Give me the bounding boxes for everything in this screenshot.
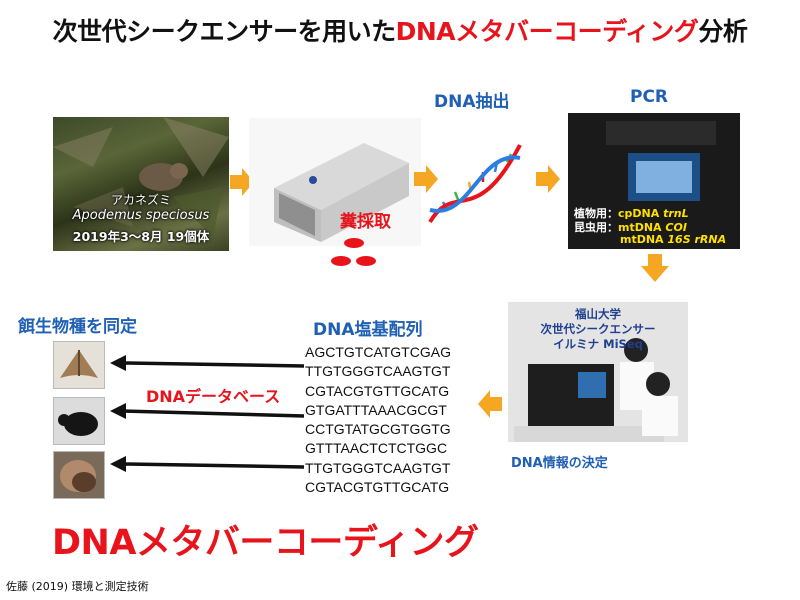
mouse-sample-info: 2019年3～8月 19個体 — [72, 229, 210, 244]
identify-prey-label: 餌生物種を同定 — [18, 317, 137, 337]
sequencer-model-label: イルミナ MiSeq — [553, 337, 643, 351]
sequence-line: GTTTAACTCTCTGGC — [305, 440, 448, 457]
sequence-line: TTGTGGGTCAAGTGT — [305, 459, 451, 476]
arrow-right-icon — [230, 168, 254, 196]
fruit-seed-image — [53, 451, 105, 499]
insect-primer-16s: mtDNA — [620, 233, 668, 246]
forest-floor-image — [53, 117, 229, 237]
sequencer-type-label: 次世代シークエンサー — [540, 322, 656, 336]
citation: 佐藤 (2019) 環境と測定技術 — [6, 580, 149, 593]
arrow-right-icon — [536, 165, 560, 193]
sequencer-lab-image — [508, 302, 688, 442]
arrow-left-icon — [478, 390, 502, 418]
sequence-line: GTGATTTAAACGCGT — [305, 401, 447, 418]
feces-sample-icons — [331, 238, 376, 266]
seed-icon — [60, 460, 96, 492]
pcr-label: PCR — [630, 87, 669, 107]
page-title: 次世代シークエンサーを用いたDNAメタバーコーディング分析 — [52, 17, 748, 46]
thermal-cycler-image — [606, 121, 716, 201]
dna-info-label: DNA情報の決定 — [511, 456, 608, 471]
moth-image — [53, 341, 105, 389]
sequence-line: AGCTGTCATGTCGAG — [305, 344, 451, 360]
sequence-line: CCTGTATGCGTGGTG — [305, 421, 451, 438]
dna-helix-icon — [428, 144, 522, 224]
dna-sequence-label: DNA塩基配列 — [313, 320, 423, 340]
moth-icon — [60, 350, 98, 378]
sequence-line: TTGTGGGTCAAGTGT — [305, 363, 451, 380]
trap-image — [274, 143, 409, 242]
matching-arrows — [110, 355, 304, 472]
miseq-sequencer-photo: 福山大学 次世代シークエンサー イルミナ MiSeq — [508, 302, 688, 442]
mouse-scientific-name: Apodemus speciosus — [72, 208, 210, 223]
arrow-right-icon — [414, 165, 438, 193]
dna-sequence-block: AGCTGTCATGTCGAG TTGTGGGTCAAGTGT CGTACGTGTT… — [305, 343, 451, 497]
wood-mouse-photo: アカネズミ Apodemus speciosus 2019年3～8月 19個体 — [53, 117, 229, 251]
beetle-image — [53, 397, 105, 445]
mouse-common-name: アカネズミ — [110, 193, 171, 207]
insect-primer-label: 昆虫用： — [574, 221, 618, 234]
dna-extraction-label: DNA抽出 — [434, 92, 510, 112]
live-trap-photo — [249, 118, 421, 246]
plant-primer-label: 植物用： — [574, 207, 618, 220]
sequence-line: CGTACGTGTTGCATG — [305, 479, 450, 496]
beetle-icon — [58, 412, 98, 436]
dna-database-label: DNAデータベース — [146, 387, 281, 406]
university-label: 福山大学 — [575, 307, 621, 321]
arrow-down-icon — [641, 254, 669, 282]
pcr-machine-photo: 植物用：cpDNA trnL 昆虫用：mtDNA COI mtDNA 16S r… — [568, 113, 740, 249]
sequence-line: CGTACGTGTTGCATG — [305, 382, 450, 399]
feces-collection-label: 糞採取 — [340, 212, 391, 232]
method-title: DNAメタバーコーディング — [52, 523, 479, 563]
